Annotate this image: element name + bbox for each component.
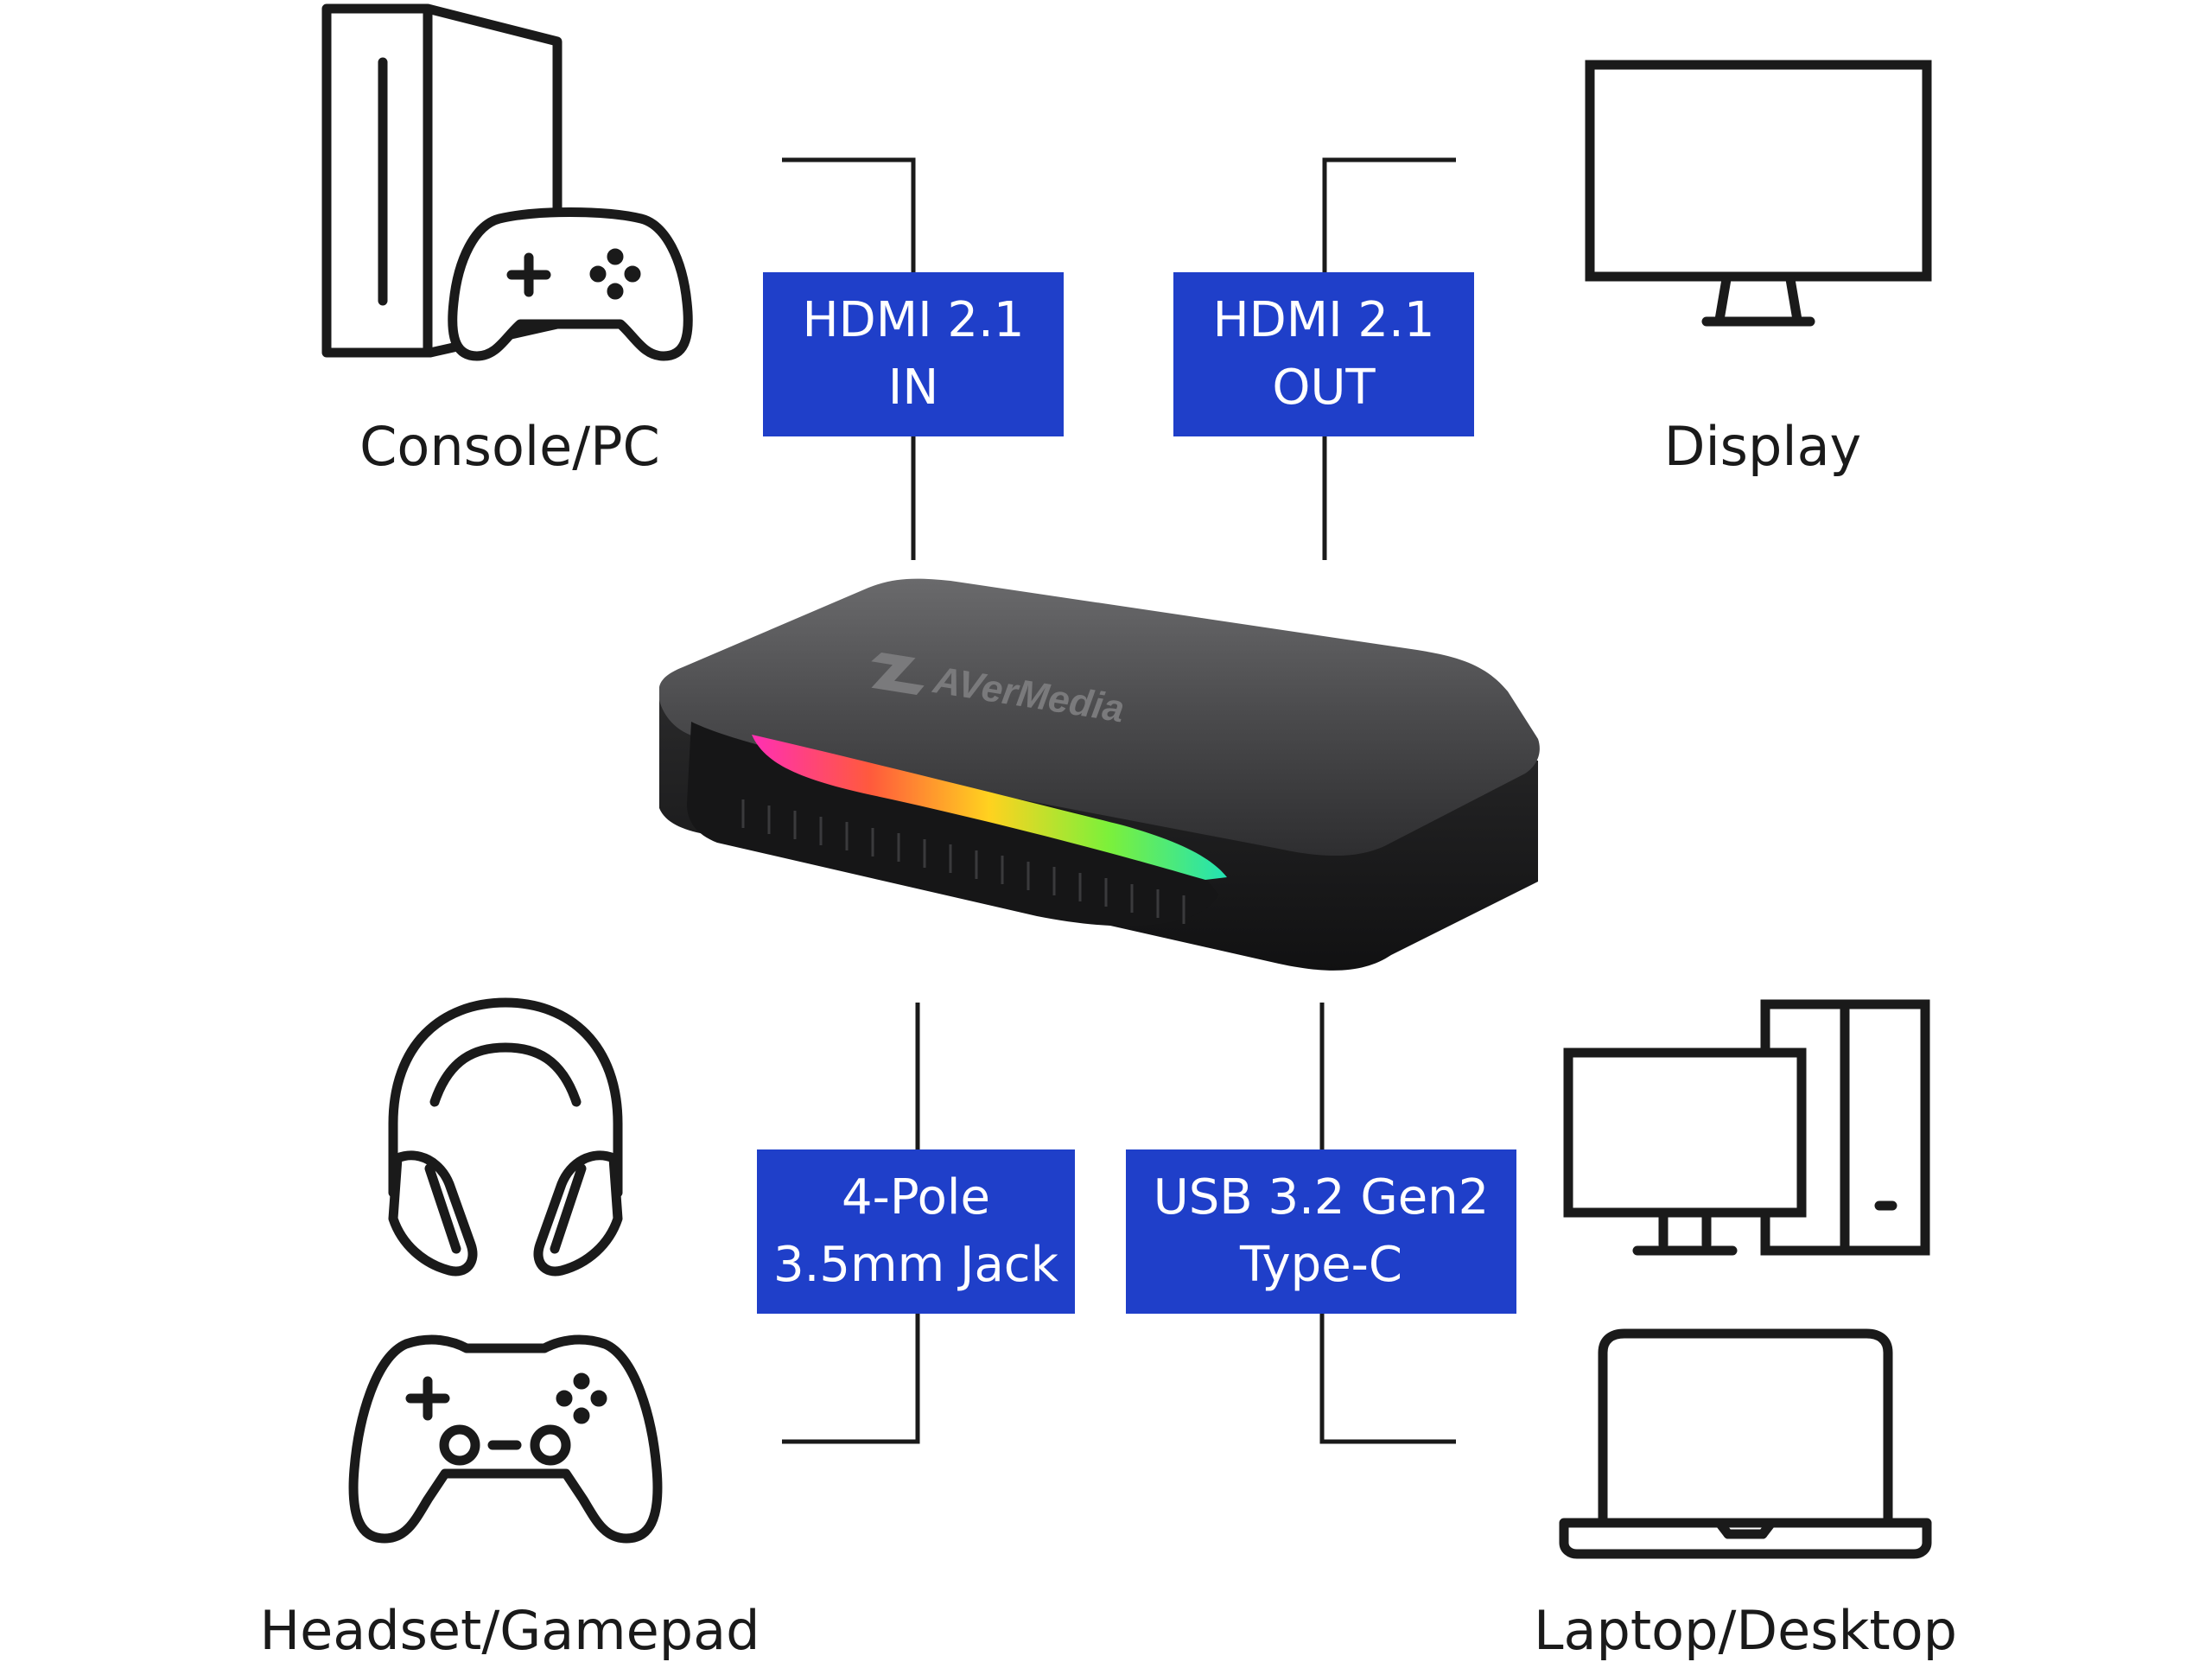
gamepad-icon: [348, 1334, 663, 1544]
badge-usb-line1: USB 3.2 Gen2: [1153, 1169, 1490, 1226]
display-icon: [1585, 60, 1932, 327]
console-pc-icon: [321, 3, 693, 361]
connector-usb: [1319, 1003, 1456, 1444]
badge-audio-jack-line1: 4-Pole: [842, 1169, 990, 1226]
label-laptop-desktop: Laptop/Desktop: [1533, 1599, 1958, 1662]
badge-hdmi-in-line1: HDMI 2.1: [802, 292, 1025, 348]
badge-hdmi-out-line1: HDMI 2.1: [1212, 292, 1435, 348]
label-headset-gamepad: Headset/Gamepad: [259, 1599, 760, 1662]
badge-audio-jack-line2: 3.5mm Jack: [772, 1237, 1058, 1293]
desktop-icon: [1563, 999, 1930, 1256]
laptop-icon: [1559, 1328, 1932, 1559]
connector-audio: [782, 1003, 920, 1444]
badge-hdmi-out: HDMI 2.1 OUT: [1173, 272, 1474, 436]
badge-usb: USB 3.2 Gen2 Type-C: [1126, 1149, 1516, 1314]
badge-audio-jack: 4-Pole 3.5mm Jack: [757, 1149, 1075, 1314]
label-display: Display: [1663, 415, 1862, 478]
vent-grille: [741, 799, 1185, 924]
capture-device: AVerMedia: [659, 578, 1540, 971]
badge-usb-line2: Type-C: [1240, 1237, 1402, 1293]
headset-icon: [388, 997, 623, 1277]
badge-hdmi-out-line2: OUT: [1272, 360, 1376, 416]
label-console-pc: Console/PC: [359, 415, 660, 478]
badge-hdmi-in: HDMI 2.1 IN: [763, 272, 1064, 436]
badge-hdmi-in-line2: IN: [887, 360, 939, 416]
